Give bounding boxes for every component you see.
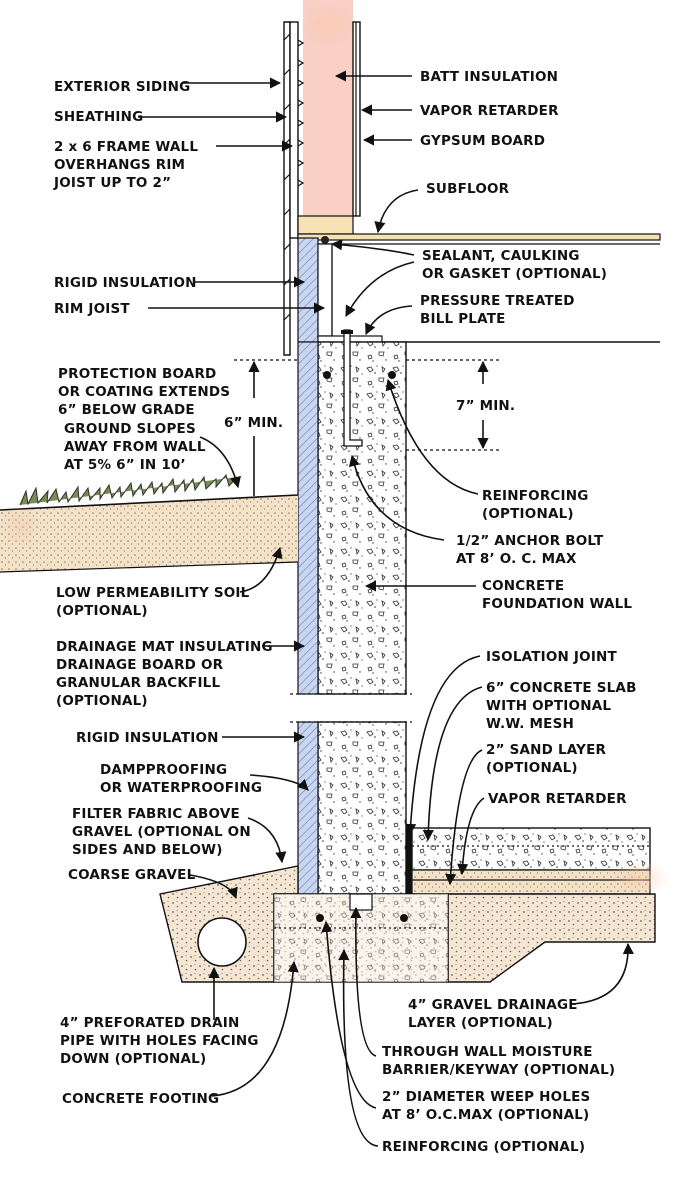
label-frame-wall: 2 x 6 FRAME WALL OVERHANGS RIM JOIST UP … [53, 139, 203, 191]
batt-glow [300, 5, 358, 45]
frame-wall-assembly [283, 0, 661, 356]
label-reinforcing-top: REINFORCING (OPTIONAL) [482, 488, 593, 522]
grass [19, 473, 238, 506]
label-gypsum-board: GYPSUM BOARD [420, 133, 545, 149]
backfill-soil [0, 495, 298, 572]
rigid-insulation-upper [297, 237, 319, 343]
slab-assembly [406, 827, 670, 896]
leader-lines [138, 70, 634, 1147]
rebar [388, 371, 396, 379]
protection-board [297, 341, 319, 695]
label-sheathing: SHEATHING [54, 109, 143, 125]
label-sand-layer: 2” SAND LAYER (OPTIONAL) [486, 742, 611, 776]
label-seven-min: 7” MIN. [456, 398, 515, 414]
label-concrete-footing: CONCRETE FOOTING [62, 1091, 219, 1107]
label-drain-pipe: 4” PREFORATED DRAIN PIPE WITH HOLES FACI… [60, 1015, 264, 1067]
label-vapor-retarder-bottom: VAPOR RETARDER [488, 791, 627, 807]
foundation-wall-lower [317, 721, 407, 895]
label-moisture-barrier: THROUGH WALL MOISTURE BARRIER/KEYWAY (OP… [382, 1044, 615, 1078]
label-sealant: SEALANT, CAULKING OR GASKET (OPTIONAL) [422, 248, 607, 282]
label-concrete-wall: CONCRETE FOUNDATION WALL [482, 578, 632, 612]
label-rigid-insulation-bottom: RIGID INSULATION [76, 730, 219, 746]
gravel-drainage-layer [447, 893, 656, 983]
dimensions [234, 359, 500, 496]
label-dampproofing: DAMPPROOFING OR WATERPROOFING [100, 762, 262, 796]
label-drainage-mat: DRAINAGE MAT INSULATING DRAINAGE BOARD O… [56, 639, 278, 709]
ground-assembly [0, 473, 299, 573]
label-low-perm-soil: LOW PERMEABILITY SOIL (OPTIONAL) [56, 585, 254, 619]
rigid-insulation-lower [297, 721, 319, 895]
sheathing [289, 21, 299, 239]
label-reinforcing-bottom: REINFORCING (OPTIONAL) [382, 1139, 585, 1155]
rebar [323, 371, 331, 379]
label-vapor-retarder-top: VAPOR RETARDER [420, 103, 559, 119]
label-six-min: 6” MIN. [224, 415, 283, 431]
grade-line [0, 494, 299, 511]
label-sill-plate: PRESSURE TREATED BILL PLATE [420, 293, 580, 327]
label-coarse-gravel: COARSE GRAVEL [68, 867, 196, 883]
footing-rebar [316, 914, 324, 922]
keyway [349, 893, 373, 911]
bottom-plate [297, 215, 354, 235]
label-subfloor: SUBFLOOR [426, 181, 510, 197]
label-anchor-bolt: 1/2” ANCHOR BOLT AT 8’ O. C. MAX [456, 533, 608, 567]
sealant-bead [321, 236, 329, 244]
label-concrete-slab: 6” CONCRETE SLAB WITH OPTIONAL W.W. MESH [486, 680, 641, 732]
label-ground-slopes: GROUND SLOPES AWAY FROM WALL AT 5% 6” IN… [64, 421, 211, 473]
label-rim-joist: RIM JOIST [54, 301, 130, 317]
subfloor [297, 233, 661, 241]
footing-assembly [159, 865, 656, 983]
label-batt-insulation: BATT INSULATION [420, 69, 558, 85]
label-rigid-insulation-top: RIGID INSULATION [54, 275, 197, 291]
rim-joist [317, 243, 333, 337]
label-isolation-joint: ISOLATION JOINT [486, 649, 618, 665]
footing-rebar [400, 914, 408, 922]
foundation-wall-assembly [290, 329, 412, 895]
label-protection-board: PROTECTION BOARD OR COATING EXTENDS 6” B… [58, 366, 235, 418]
drain-pipe [197, 917, 247, 967]
isolation-joint [406, 828, 412, 894]
labels: EXTERIOR SIDING SHEATHING 2 x 6 FRAME WA… [53, 69, 641, 1155]
label-gravel-drainage: 4” GRAVEL DRAINAGE LAYER (OPTIONAL) [408, 997, 583, 1031]
label-exterior-siding: EXTERIOR SIDING [54, 79, 190, 95]
label-weep-holes: 2” DIAMETER WEEP HOLES AT 8’ O.C.MAX (OP… [382, 1089, 595, 1123]
label-filter-fabric: FILTER FABRIC ABOVE GRAVEL (OPTIONAL ON … [72, 806, 256, 858]
